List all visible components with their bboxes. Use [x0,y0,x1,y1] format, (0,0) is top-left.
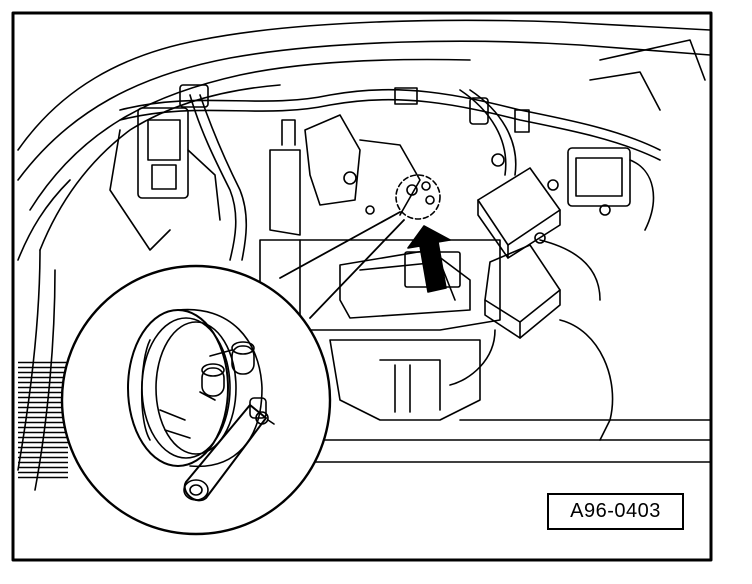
left-connector-block [109,107,221,251]
right-relay-modules [449,147,655,386]
lower-structure [249,39,711,463]
terminal-studs [199,341,255,401]
magnifier-leader-lines [279,211,405,319]
connector-arm [183,397,275,502]
indicator-arrow [407,225,451,293]
body-panel-lines [17,19,711,491]
frame-border [11,11,713,562]
magnified-detail [60,264,332,536]
hatched-panel [18,360,68,480]
figure-reference-code: A96-0403 [547,493,684,530]
callout-source-circle [395,174,441,220]
wiring-harness [119,84,661,261]
